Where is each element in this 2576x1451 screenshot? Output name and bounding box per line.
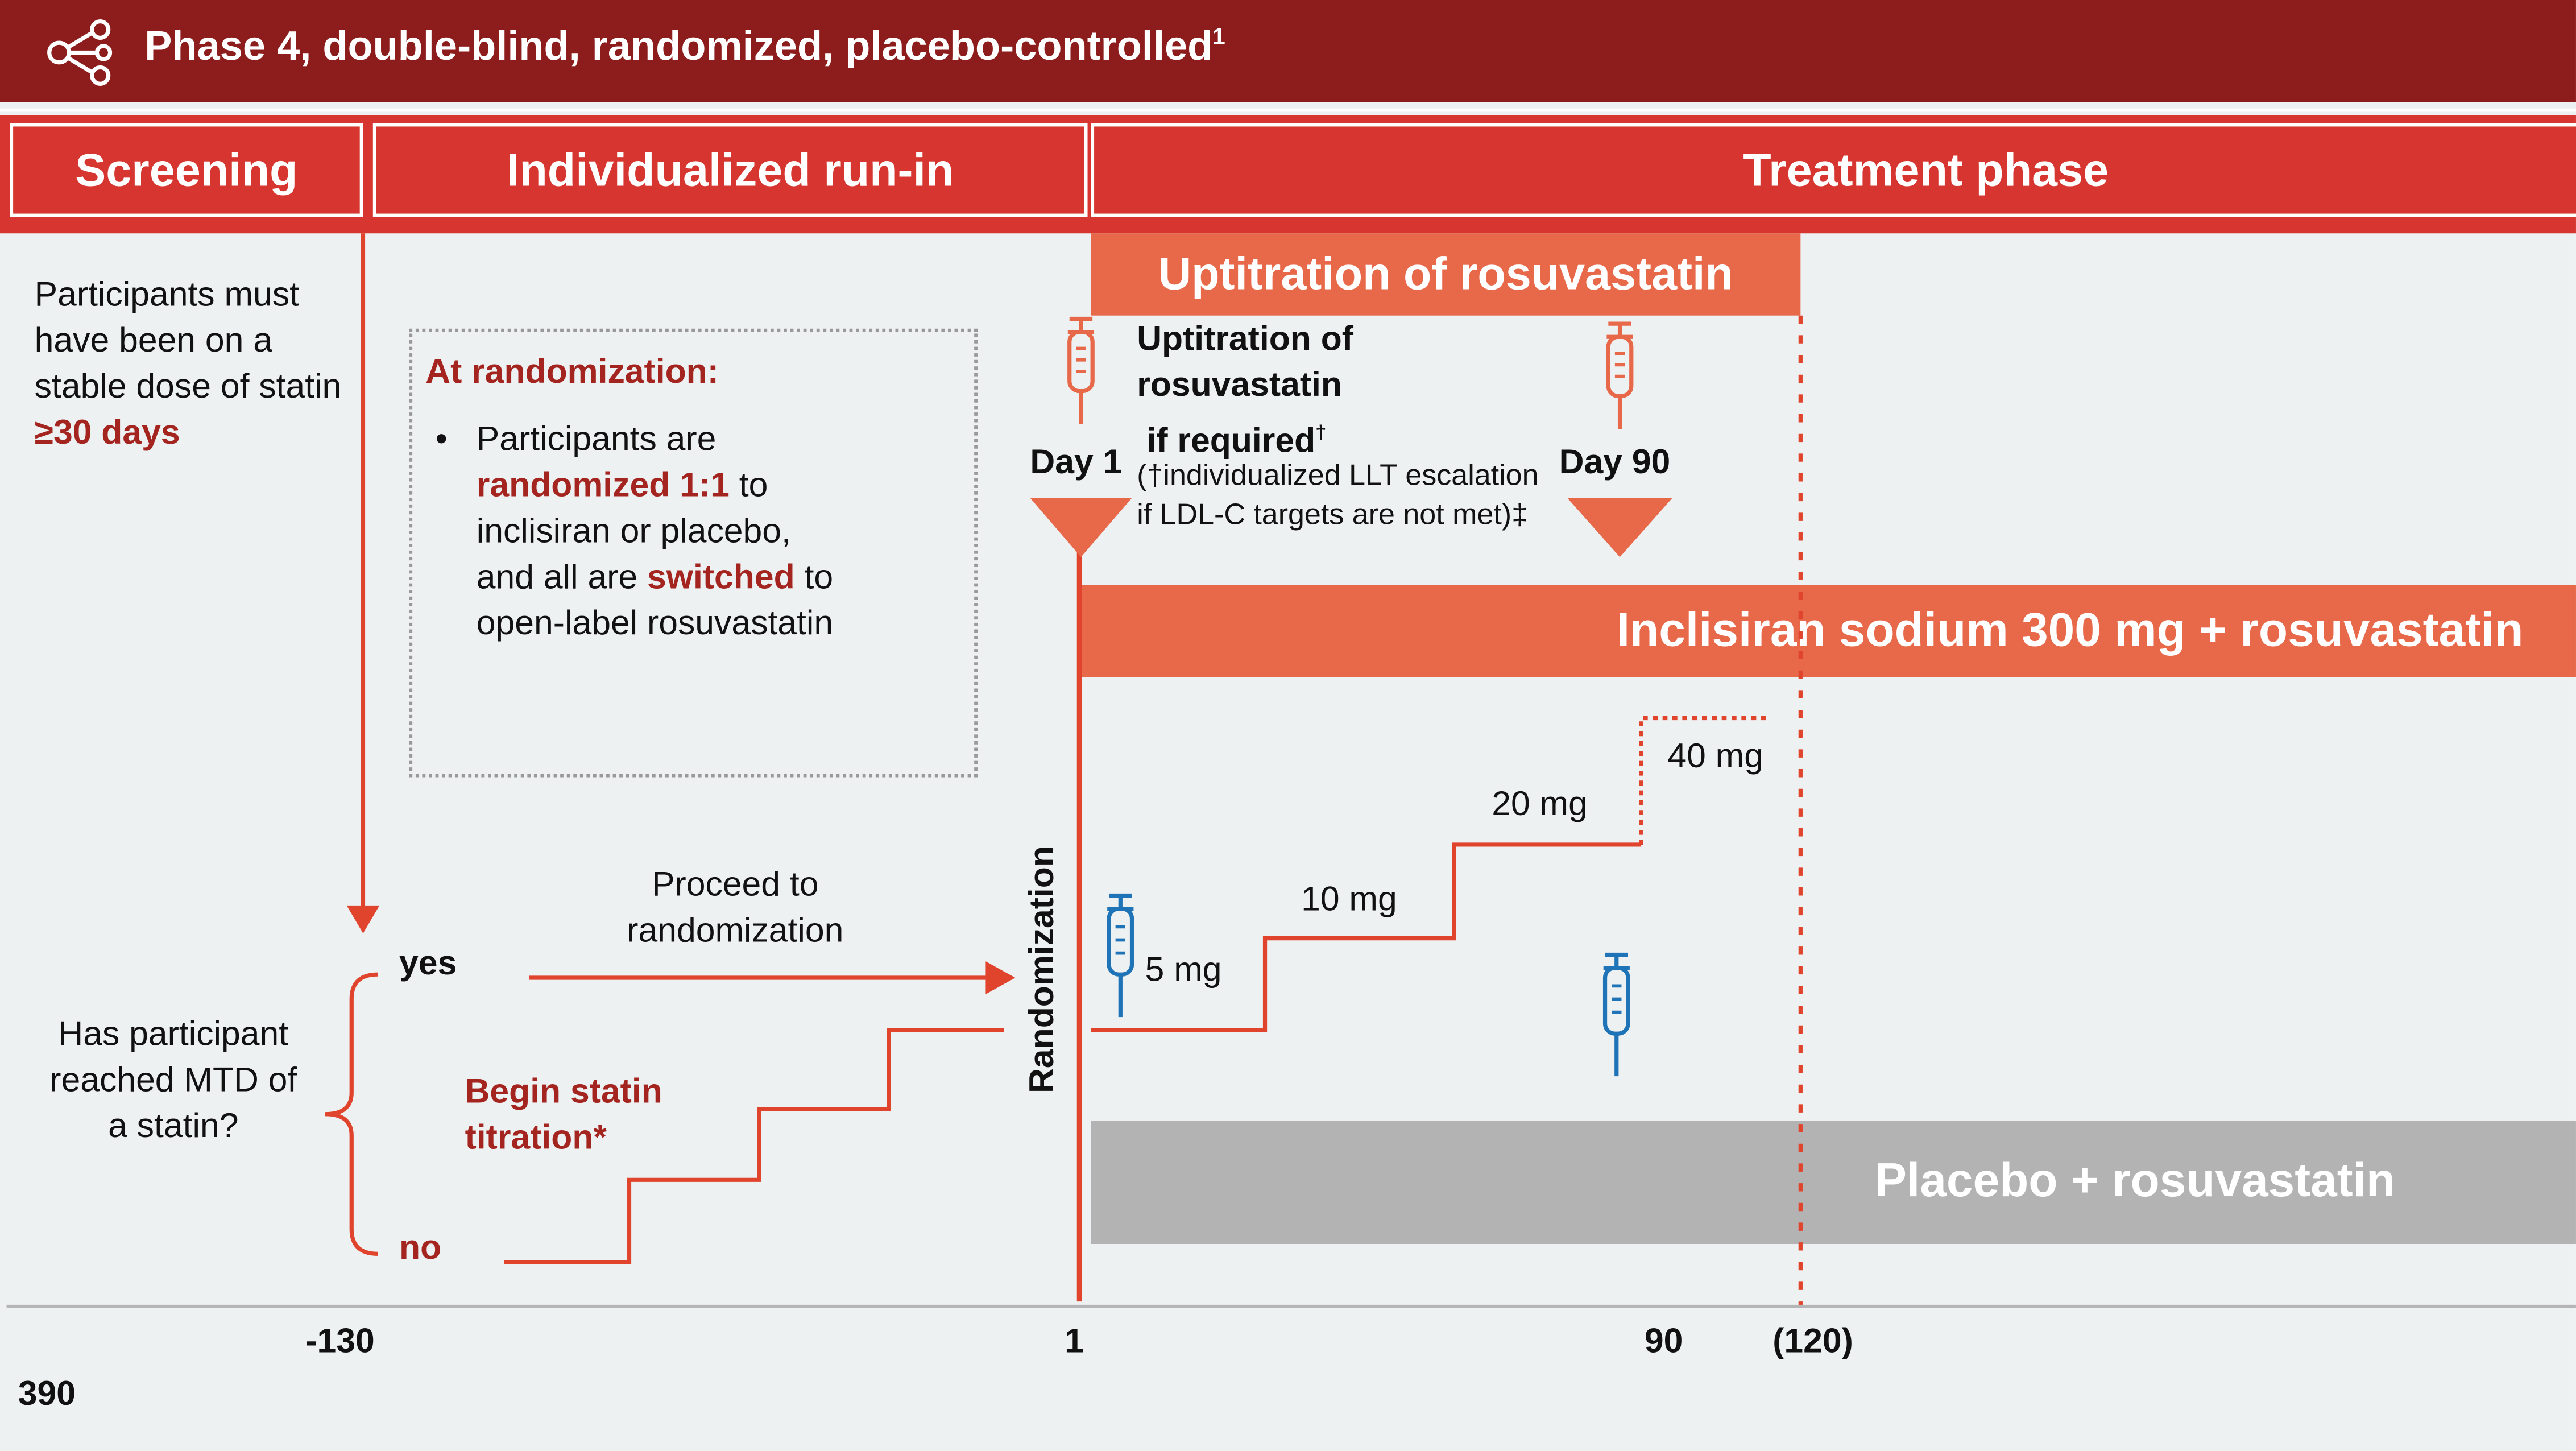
placebo-arm-bar: Placebo + rosuvastatin <box>1091 1121 2576 1244</box>
syringe-icon-blue-day1 <box>1107 893 1134 1018</box>
rand-text-2: to inclisiran or placebo, and all are <box>476 466 791 597</box>
uptitration-note-detail: (†individualized LLT escalation if LDL-C… <box>1137 458 1539 531</box>
phase-treatment: Treatment phase <box>1091 123 2576 217</box>
randomization-label: Randomization <box>1023 846 1062 1093</box>
share-network-icon <box>47 19 113 86</box>
page-title-text: Phase 4, double-blind, randomized, place… <box>144 23 1213 70</box>
statin-titration-steps <box>504 1028 1004 1264</box>
decision-question: Has participant reached MTD of a statin? <box>49 1015 297 1146</box>
axis-tick-minus130: -130 <box>305 1322 375 1361</box>
screening-arrowhead <box>346 905 380 933</box>
dose-40mg: 40 mg <box>1667 738 1763 776</box>
screening-note: Participants must have been on a stable … <box>35 273 347 457</box>
uptitration-note-line3: if required <box>1146 422 1316 460</box>
header-bar <box>0 0 2576 102</box>
uptitration-note-sup: † <box>1315 420 1327 444</box>
day90-marker <box>1567 498 1673 557</box>
screening-note-text: Participants must have been on a stable … <box>34 276 342 406</box>
syringe-icon-day1 <box>1067 316 1095 424</box>
title-footnote: 1 <box>1212 23 1225 49</box>
phase-run-in: Individualized run-in <box>372 123 1088 217</box>
decision-brace <box>325 972 378 1256</box>
uptitration-bar: Uptitration of rosuvastatin <box>1091 233 1801 316</box>
rand-text-1: Participants are <box>476 420 717 459</box>
rand-ratio: randomized 1:1 <box>476 466 730 505</box>
axis-tick-1: 1 <box>1065 1322 1084 1361</box>
begin-titration-label: Begin statin titration* <box>465 1073 662 1157</box>
inclisiran-arm-bar: Inclisiran sodium 300 mg + rosuvastatin <box>1078 585 2576 677</box>
rosuvastatin-dose-steps <box>1091 842 1642 1033</box>
uptitration-note-title: Uptitration of rosuvastatin if required† <box>1137 317 1353 465</box>
uptitration-note-line2: rosuvastatin <box>1137 366 1342 404</box>
screening-duration: ≥30 days <box>34 414 180 452</box>
syringe-icon-day90 <box>1606 321 1634 429</box>
proceed-arrowhead <box>985 961 1016 994</box>
randomization-box-text: Participants are randomized 1:1 to incli… <box>477 417 846 647</box>
dose-5mg: 5 mg <box>1145 951 1222 990</box>
day1-marker <box>1030 498 1132 557</box>
dose-20mg: 20 mg <box>1492 785 1588 824</box>
rand-text-3: to open-label rosuvastatin <box>476 559 834 643</box>
dose-10mg: 10 mg <box>1301 880 1397 919</box>
day90-label: Day 90 <box>1559 444 1671 482</box>
phase-screening: Screening <box>10 123 363 217</box>
axis-tick-90: 90 <box>1644 1322 1683 1361</box>
randomization-box-title: At randomization: <box>425 353 719 391</box>
axis-tick-120: (120) <box>1772 1322 1853 1361</box>
proceed-label: Proceed to randomization <box>627 866 844 950</box>
day1-label: Day 1 <box>1030 444 1123 482</box>
page-title: Phase 4, double-blind, randomized, place… <box>144 23 1225 71</box>
randomization-info-box <box>409 328 978 778</box>
optional-40mg-step <box>1639 716 1771 845</box>
header-divider <box>0 108 2576 112</box>
decision-no: no <box>399 1229 442 1267</box>
decision-yes: yes <box>399 945 457 983</box>
syringe-icon-blue-day90 <box>1602 952 1630 1077</box>
rand-switched: switched <box>647 559 795 597</box>
uptitration-note-line1: Uptitration of <box>1137 320 1353 358</box>
corner-label: 390 <box>18 1375 76 1413</box>
bullet-dot: • <box>435 420 448 459</box>
